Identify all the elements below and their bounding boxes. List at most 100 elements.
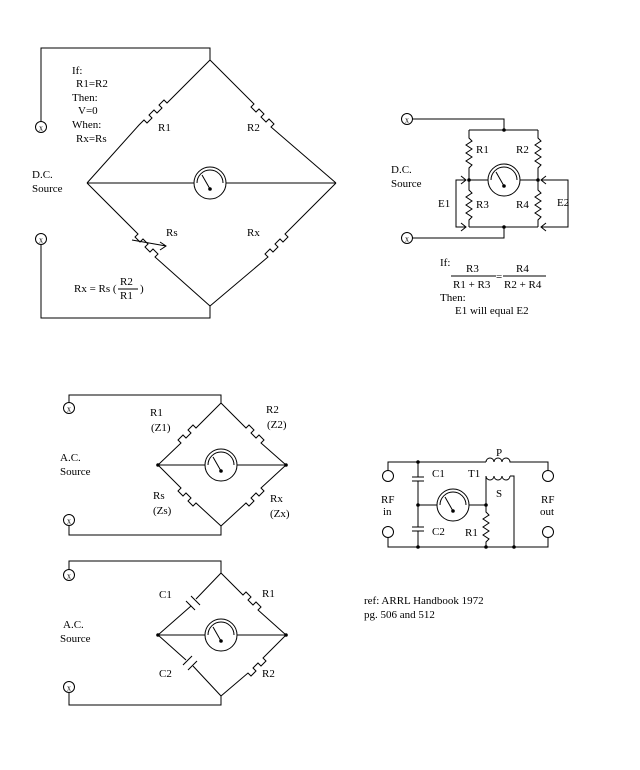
c2-label: C2 (159, 668, 172, 680)
dc-bridge-bottom-wire (40, 245, 211, 319)
svg-text:x: x (67, 517, 71, 526)
junction-dot (284, 633, 288, 637)
secondary-label: S (496, 488, 502, 500)
junction-dot (512, 545, 516, 549)
galvanometer-icon (487, 163, 521, 197)
ac-source-label: Source (60, 466, 91, 478)
resistor-r1 (220, 572, 287, 636)
zs-label: (Zs) (153, 505, 172, 517)
rf-out-label: RF (541, 494, 554, 506)
e1-label: E1 (438, 198, 450, 210)
resistor-r1 (482, 505, 490, 547)
equation-equals: = (496, 271, 502, 283)
impedance-z2 (220, 402, 287, 466)
condition-if-label: If: (72, 65, 82, 77)
galvanometer-icon (436, 488, 470, 522)
terminal-icon[interactable]: x (63, 681, 75, 693)
junction-dot (284, 463, 288, 467)
terminal-icon[interactable]: x (63, 569, 75, 581)
equation-if-label: If: (440, 257, 450, 269)
dc-source-label: Source (32, 183, 63, 195)
e2-arrow-icon (540, 175, 547, 232)
resistor-rs-variable-arrow (131, 239, 167, 251)
r2-label: R2 (266, 404, 279, 416)
four-arm-top-wire (413, 118, 505, 130)
primary-label: P (496, 447, 502, 459)
rf-out-connector-icon[interactable] (542, 470, 554, 538)
resistor-r2 (220, 634, 287, 697)
equation-denominator-right: R2 + R4 (504, 279, 542, 291)
ac-bridge-bottom-wire (68, 526, 222, 536)
junction-dot (467, 178, 471, 182)
junction-dot (156, 463, 160, 467)
equation-then-label: Then: (440, 292, 466, 304)
r1-label: R1 (465, 527, 478, 539)
r3-label: R3 (476, 199, 489, 211)
equation-denominator-left: R1 + R3 (453, 279, 491, 291)
transformer-primary-coil (485, 457, 512, 463)
rf-bottom-rail (387, 538, 549, 548)
equation-numerator-left: R3 (466, 263, 479, 275)
rs-label: Rs (153, 490, 165, 502)
svg-text:x: x (39, 124, 43, 133)
terminal-icon[interactable]: x (401, 232, 413, 244)
reference-note: ref: ARRL Handbook 1972 pg. 506 and 512 (364, 595, 484, 621)
dc-bridge: x x If: R1=R2 Then: V=0 When: Rx=Rs D.C.… (32, 47, 337, 319)
ac-source-label: A.C. (60, 452, 81, 464)
e1-bracket (455, 179, 466, 228)
z2-label: (Z2) (267, 419, 287, 431)
svg-text:x: x (67, 405, 71, 414)
r2-label: R2 (262, 668, 275, 680)
impedance-zx (220, 464, 287, 527)
resistor-r3 (465, 180, 473, 227)
reference-pages: pg. 506 and 512 (364, 609, 435, 621)
resistor-rs (86, 182, 211, 307)
terminal-icon[interactable]: x (401, 113, 413, 125)
ac-source-label: Source (60, 633, 91, 645)
reference-source: ref: ARRL Handbook 1972 (364, 595, 484, 607)
terminal-icon[interactable]: x (63, 514, 75, 526)
rs-label: Rs (166, 227, 178, 239)
impedance-z1 (157, 402, 222, 466)
r2-label: R2 (247, 122, 260, 134)
junction-dot (484, 545, 488, 549)
transformer-secondary-coil (485, 475, 511, 481)
ac-impedance-bridge: x x A.C. Source R1 (Z1) R2 (Z2) Rs (Zs) … (60, 394, 290, 536)
formula-close-paren: ) (140, 283, 144, 295)
dc-bridge-top-wire (40, 47, 211, 121)
condition-rx-equals-rs: Rx=Rs (76, 133, 107, 145)
terminal-icon[interactable]: x (35, 233, 47, 245)
resistor-r1 (86, 59, 211, 184)
resistor-rx (209, 182, 337, 307)
condition-when-label: When: (72, 119, 101, 131)
galvanometer-icon (193, 166, 227, 200)
rf-in-label: in (383, 506, 392, 518)
dc-source-label: D.C. (32, 169, 53, 181)
rf-in-label: RF (381, 494, 394, 506)
impedance-zs (157, 464, 222, 527)
rf-secondary-return (510, 475, 515, 547)
t1-label: T1 (468, 468, 480, 480)
formula-numerator: R2 (120, 276, 133, 288)
four-arm-bridge: x x D.C. Source R1 R2 R3 (391, 113, 569, 317)
svg-text:x: x (39, 236, 43, 245)
cap-bridge-top-wire (68, 560, 222, 573)
junction-dot (502, 128, 506, 132)
r4-label: R4 (516, 199, 529, 211)
capacitor-c1 (157, 572, 222, 636)
r1-label: R1 (476, 144, 489, 156)
resistor-r2 (209, 59, 337, 184)
zx-label: (Zx) (270, 508, 290, 520)
cap-bridge-bottom-wire (68, 693, 222, 706)
r1-label: R1 (158, 122, 171, 134)
terminal-icon[interactable]: x (63, 402, 75, 414)
formula-denominator: R1 (120, 290, 133, 302)
four-arm-bottom-wire (413, 227, 505, 239)
condition-v-zero: V=0 (78, 105, 98, 117)
rf-in-connector-icon[interactable] (382, 470, 394, 538)
galvanometer-icon (204, 448, 238, 482)
terminal-icon[interactable]: x (35, 121, 47, 133)
junction-dot (156, 633, 160, 637)
resistor-r1 (465, 130, 473, 180)
